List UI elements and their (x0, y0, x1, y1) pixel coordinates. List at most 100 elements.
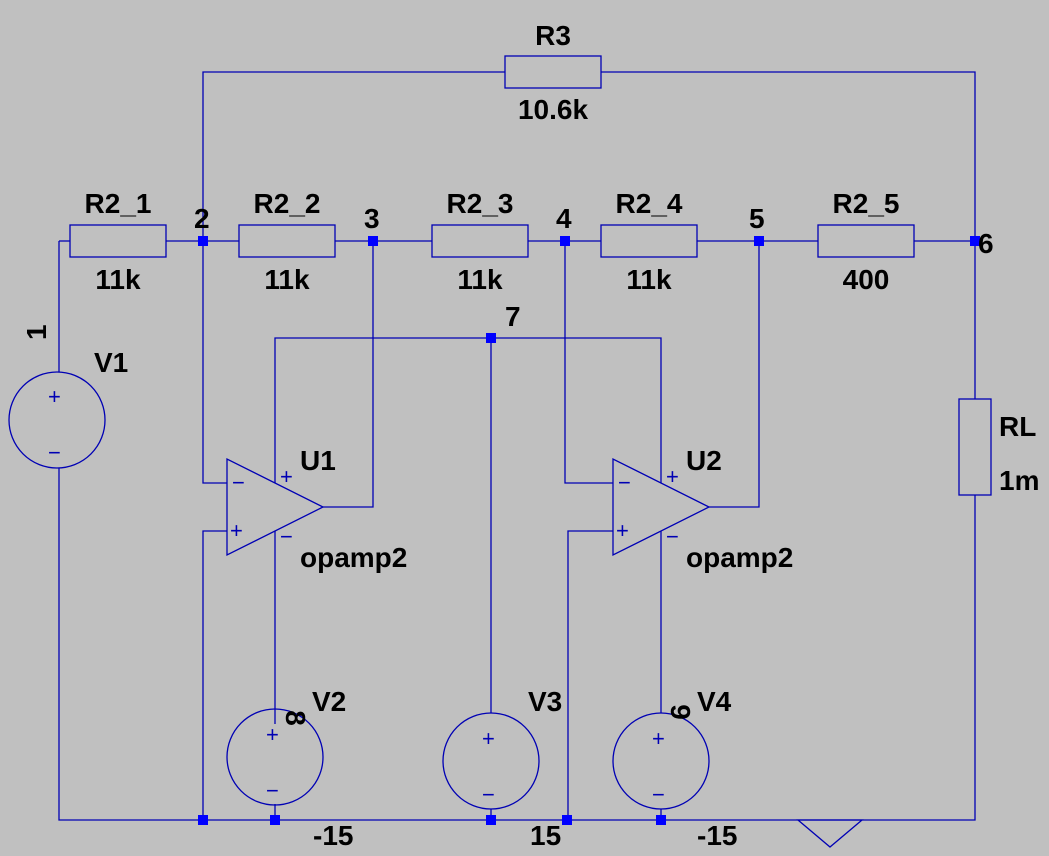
wire-u1-out-n3 (323, 241, 374, 508)
v1-plus-sign: + (48, 384, 61, 409)
node-label-5: 5 (749, 203, 765, 234)
node-label-3: 3 (364, 203, 380, 234)
node-label-9: 9 (665, 704, 696, 720)
wire-u1-ninv-ground (202, 530, 227, 820)
u2-inv-sign: − (618, 470, 631, 495)
v4-name-label: V4 (697, 686, 732, 717)
u2-vcc-sign: + (666, 464, 679, 489)
wire-r3-right (601, 71, 976, 241)
r3-body (504, 55, 602, 89)
resistor-r2-4[interactable] (600, 224, 698, 258)
r2-4-body (600, 224, 698, 258)
resistor-r2-5[interactable] (817, 224, 915, 258)
r2-5-body (817, 224, 915, 258)
v2-name-label: V2 (312, 686, 346, 717)
r2-5-name-label: R2_5 (833, 188, 900, 219)
junction-dot (486, 333, 496, 343)
v2-circle (226, 708, 324, 806)
resistor-r3[interactable] (504, 55, 602, 89)
wires (58, 71, 976, 821)
ground-icon (796, 819, 864, 848)
node-label-8: 8 (280, 710, 311, 726)
node-label-1: 1 (21, 324, 52, 340)
v2-value-label: -15 (313, 820, 353, 851)
wire-n4-u2-inv (564, 241, 613, 484)
r2-4-value-label: 11k (626, 264, 672, 295)
r2-1-value-label: 11k (95, 264, 141, 295)
wire-u1-vcc-n7 (274, 337, 662, 483)
r3-value-label: 10.6k (518, 94, 588, 125)
junction-dot (970, 236, 980, 246)
wire-r3-left (202, 71, 505, 241)
u1-vee-sign: − (280, 524, 293, 549)
junction-dot (198, 815, 208, 825)
v1-circle (8, 371, 106, 469)
junction-dot (562, 815, 572, 825)
v3-value-label: 15 (530, 820, 561, 851)
rl-value-label: 1m (999, 465, 1039, 496)
wire-u2-ninv-ground (567, 530, 613, 820)
node-label-7: 7 (505, 301, 521, 332)
v4-circle (612, 712, 710, 810)
node-label-4: 4 (556, 203, 572, 234)
r3-name-label: R3 (535, 20, 571, 51)
node-label-2: 2 (194, 203, 210, 234)
u2-vee-sign: − (666, 524, 679, 549)
rl-body (958, 398, 992, 496)
u1-model-label: opamp2 (300, 542, 407, 573)
voltage-source-v4[interactable]: + − (612, 712, 710, 810)
r2-2-name-label: R2_2 (254, 188, 321, 219)
v4-plus-sign: + (652, 726, 665, 751)
junction-dot (560, 236, 570, 246)
wire-v1-ground (58, 468, 976, 821)
node-label-6: 6 (978, 228, 994, 259)
v3-plus-sign: + (482, 726, 495, 751)
u2-triangle (612, 457, 711, 557)
v1-name-label: V1 (94, 347, 128, 378)
resistor-r2-1[interactable] (69, 224, 167, 258)
voltage-source-v3[interactable]: + − (442, 712, 540, 810)
r2-3-value-label: 11k (457, 264, 503, 295)
r2-5-value-label: 400 (843, 264, 890, 295)
voltage-source-v2[interactable]: + − (226, 708, 324, 806)
wire-n2-u1-inv (202, 241, 227, 484)
junction-dot (270, 815, 280, 825)
u1-vcc-sign: + (280, 464, 293, 489)
r2-4-name-label: R2_4 (616, 188, 683, 219)
v4-value-label: -15 (697, 820, 737, 851)
v2-plus-sign: + (266, 722, 279, 747)
v3-minus-sign: − (482, 782, 495, 807)
r2-3-name-label: R2_3 (447, 188, 514, 219)
junction-dot (486, 815, 496, 825)
u2-name-label: U2 (686, 445, 722, 476)
r2-3-body (431, 224, 529, 258)
junction-dot (656, 815, 666, 825)
resistor-r2-2[interactable] (238, 224, 336, 258)
junction-dot (368, 236, 378, 246)
wire-u2-out-n5 (709, 241, 760, 508)
junction-dot (754, 236, 764, 246)
v2-minus-sign: − (266, 778, 279, 803)
r2-2-body (238, 224, 336, 258)
u1-triangle (226, 457, 325, 557)
r2-1-body (69, 224, 167, 258)
resistor-r2-3[interactable] (431, 224, 529, 258)
u2-ninv-sign: + (616, 518, 629, 543)
v4-minus-sign: − (652, 782, 665, 807)
v1-minus-sign: − (48, 440, 61, 465)
v3-circle (442, 712, 540, 810)
opamp-u2[interactable]: − + + − (612, 457, 711, 557)
v3-name-label: V3 (528, 686, 562, 717)
rl-name-label: RL (999, 411, 1036, 442)
u1-ninv-sign: + (230, 518, 243, 543)
u2-model-label: opamp2 (686, 542, 793, 573)
u1-name-label: U1 (300, 445, 336, 476)
voltage-source-v1[interactable]: + − (8, 371, 106, 469)
resistor-rl[interactable] (958, 398, 992, 496)
junction-dot (198, 236, 208, 246)
opamp-u1[interactable]: − + + − (226, 457, 325, 557)
junction-dots (198, 236, 980, 825)
u1-inv-sign: − (232, 470, 245, 495)
r2-2-value-label: 11k (264, 264, 310, 295)
